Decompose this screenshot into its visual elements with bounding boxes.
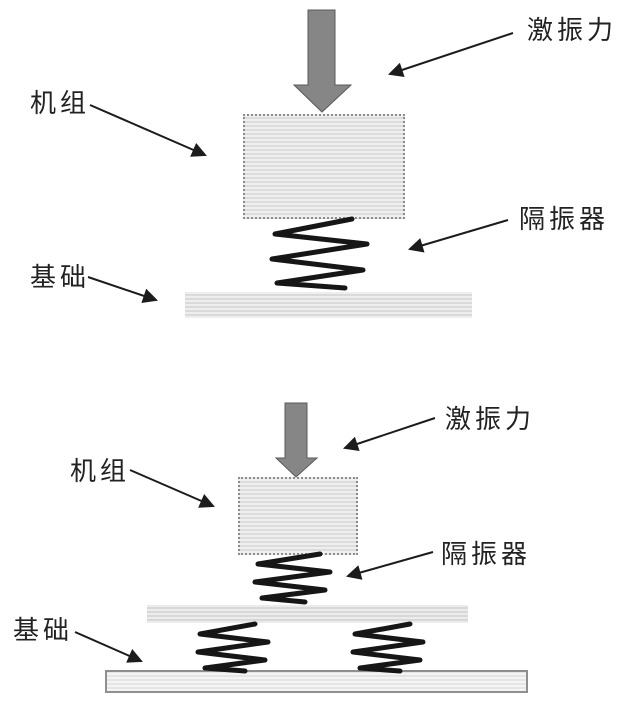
label-excitation-force-top: 激振力 bbox=[527, 16, 618, 46]
annotation-arrow-isolator-top bbox=[407, 219, 509, 253]
label-foundation-top: 基础 bbox=[30, 263, 91, 293]
annotation-arrow-foundation-bottom bbox=[74, 631, 143, 663]
annotation-arrow-machine-top bbox=[89, 104, 207, 157]
label-machine-unit-top: 机组 bbox=[30, 89, 91, 119]
machine-box-top bbox=[243, 114, 405, 219]
label-machine-unit-bottom: 机组 bbox=[70, 457, 131, 487]
annotation-arrow-foundation-top bbox=[87, 276, 158, 303]
spring-bottom-upper-icon bbox=[252, 551, 333, 605]
foundation-bar-top bbox=[185, 292, 472, 318]
label-isolator-top: 隔振器 bbox=[519, 205, 610, 235]
machine-box-bottom bbox=[238, 477, 358, 555]
foundation-bar-bottom bbox=[105, 670, 528, 693]
label-isolator-bottom: 隔振器 bbox=[441, 540, 532, 570]
excitation-block-arrow-top-icon bbox=[292, 9, 353, 113]
spring-bottom-left-icon bbox=[195, 621, 271, 674]
label-foundation-bottom: 基础 bbox=[13, 616, 74, 646]
annotation-arrow-excitation-bottom bbox=[343, 417, 436, 452]
annotation-arrow-machine-bottom bbox=[129, 469, 215, 508]
excitation-block-arrow-bottom-icon bbox=[274, 402, 319, 478]
label-excitation-force-bottom: 激振力 bbox=[445, 405, 536, 435]
spring-bottom-right-icon bbox=[350, 621, 426, 674]
intermediate-mass-plate bbox=[147, 605, 468, 623]
spring-top-icon bbox=[269, 216, 370, 291]
annotation-arrow-isolator-bottom bbox=[345, 551, 434, 580]
annotation-arrow-excitation-top bbox=[388, 32, 514, 78]
